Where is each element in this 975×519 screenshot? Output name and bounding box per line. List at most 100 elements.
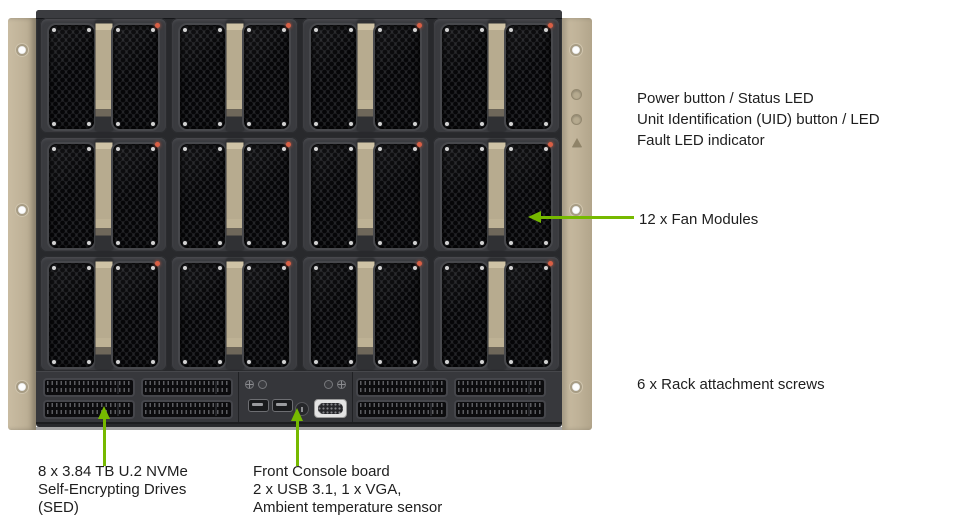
fan-screw-icon — [151, 360, 155, 364]
callout-line: Unit Identification (UID) button / LED — [637, 111, 880, 128]
right-rack-ear — [562, 18, 592, 430]
fan-screw-icon — [413, 360, 417, 364]
fan-status-led — [417, 261, 422, 266]
fan-grille — [504, 23, 553, 131]
fan-screw-icon — [183, 147, 187, 151]
fan-status-led — [155, 142, 160, 147]
drive-bay-group-right — [356, 378, 546, 419]
fan-handle — [226, 139, 243, 250]
drive-slot — [454, 400, 546, 419]
fan-screw-icon — [87, 28, 91, 32]
fan-grille — [373, 23, 422, 131]
fan-screw-icon — [183, 122, 187, 126]
fan-screw-icon — [544, 360, 548, 364]
fan-screw-icon — [445, 122, 449, 126]
fan-status-led — [286, 23, 291, 28]
fan-module — [40, 256, 167, 371]
fan-screw-icon — [218, 122, 222, 126]
fan-status-led — [155, 23, 160, 28]
fan-screw-icon — [413, 266, 417, 270]
fan-screw-icon — [445, 360, 449, 364]
fan-grille — [504, 261, 553, 369]
fan-screw-icon — [116, 266, 120, 270]
fan-screw-icon — [87, 266, 91, 270]
fan-grille — [373, 142, 422, 250]
callout-line: 12 x Fan Modules — [639, 211, 759, 228]
fan-grille — [111, 142, 160, 250]
fan-screw-icon — [247, 266, 251, 270]
fan-screw-icon — [544, 122, 548, 126]
console-screw-icon — [337, 380, 346, 389]
fan-screw-icon — [282, 360, 286, 364]
drive-slot — [141, 378, 233, 397]
callout-front-console: Front Console board 2 x USB 3.1, 1 x VGA… — [253, 463, 442, 517]
drive-bay-group-left — [43, 378, 233, 419]
arrow-line — [103, 418, 106, 466]
fan-screw-icon — [480, 241, 484, 245]
uid-button — [571, 114, 582, 125]
fan-screw-icon — [87, 147, 91, 151]
fan-screw-icon — [445, 147, 449, 151]
callout-line: Fault LED indicator — [637, 132, 765, 149]
arrow-line — [540, 215, 634, 219]
fan-handle — [226, 258, 243, 369]
fan-grille — [111, 261, 160, 369]
drive-slot — [141, 400, 233, 419]
fan-screw-icon — [282, 147, 286, 151]
callout-line: Power button / Status LED — [637, 90, 814, 107]
console-screw-icon — [324, 380, 333, 389]
fan-status-led — [548, 23, 553, 28]
fan-screw-icon — [87, 360, 91, 364]
fan-module — [302, 18, 429, 133]
fan-screw-icon — [378, 122, 382, 126]
fan-screw-icon — [480, 122, 484, 126]
callout-fan-modules: 12 x Fan Modules — [639, 209, 758, 230]
fan-screw-icon — [218, 241, 222, 245]
fan-screw-icon — [151, 122, 155, 126]
fan-status-led — [286, 142, 291, 147]
fan-screw-icon — [116, 241, 120, 245]
fan-grille — [111, 23, 160, 131]
fan-screw-icon — [52, 266, 56, 270]
callout-nvme-drives: 8 x 3.84 TB U.2 NVMe Self-Encrypting Dri… — [38, 463, 188, 517]
fan-module — [171, 137, 298, 252]
fan-module — [433, 137, 560, 252]
fan-screw-icon — [480, 147, 484, 151]
fan-grille — [440, 261, 489, 369]
fan-screw-icon — [52, 28, 56, 32]
fan-screw-icon — [247, 241, 251, 245]
fan-module — [171, 18, 298, 133]
callout-line: 8 x 3.84 TB U.2 NVMe — [38, 463, 188, 480]
fan-screw-icon — [349, 28, 353, 32]
fan-handle — [95, 258, 112, 369]
fan-screw-icon — [183, 28, 187, 32]
fan-status-led — [417, 23, 422, 28]
chassis-base-lip — [36, 427, 562, 430]
fan-screw-icon — [445, 28, 449, 32]
fan-grille — [309, 261, 358, 369]
fan-screw-icon — [378, 28, 382, 32]
fan-module — [171, 256, 298, 371]
fan-screw-icon — [509, 28, 513, 32]
fan-handle — [357, 20, 374, 131]
fan-status-led — [417, 142, 422, 147]
fan-screw-icon — [247, 28, 251, 32]
callout-line: Ambient temperature sensor — [253, 499, 443, 516]
rack-screw-hole — [16, 204, 28, 216]
fan-screw-icon — [247, 360, 251, 364]
fan-screw-icon — [445, 266, 449, 270]
fan-screw-icon — [87, 122, 91, 126]
fan-grille — [440, 23, 489, 131]
console-screw-icon — [258, 380, 267, 389]
drive-slot — [356, 400, 448, 419]
fan-screw-icon — [282, 122, 286, 126]
fan-grille — [47, 142, 96, 250]
fan-screw-icon — [445, 241, 449, 245]
fan-screw-icon — [247, 122, 251, 126]
fan-screw-icon — [218, 360, 222, 364]
fan-grille — [178, 261, 227, 369]
fan-screw-icon — [314, 241, 318, 245]
fan-screw-icon — [151, 266, 155, 270]
callout-line: 2 x USB 3.1, 1 x VGA, — [253, 481, 402, 498]
